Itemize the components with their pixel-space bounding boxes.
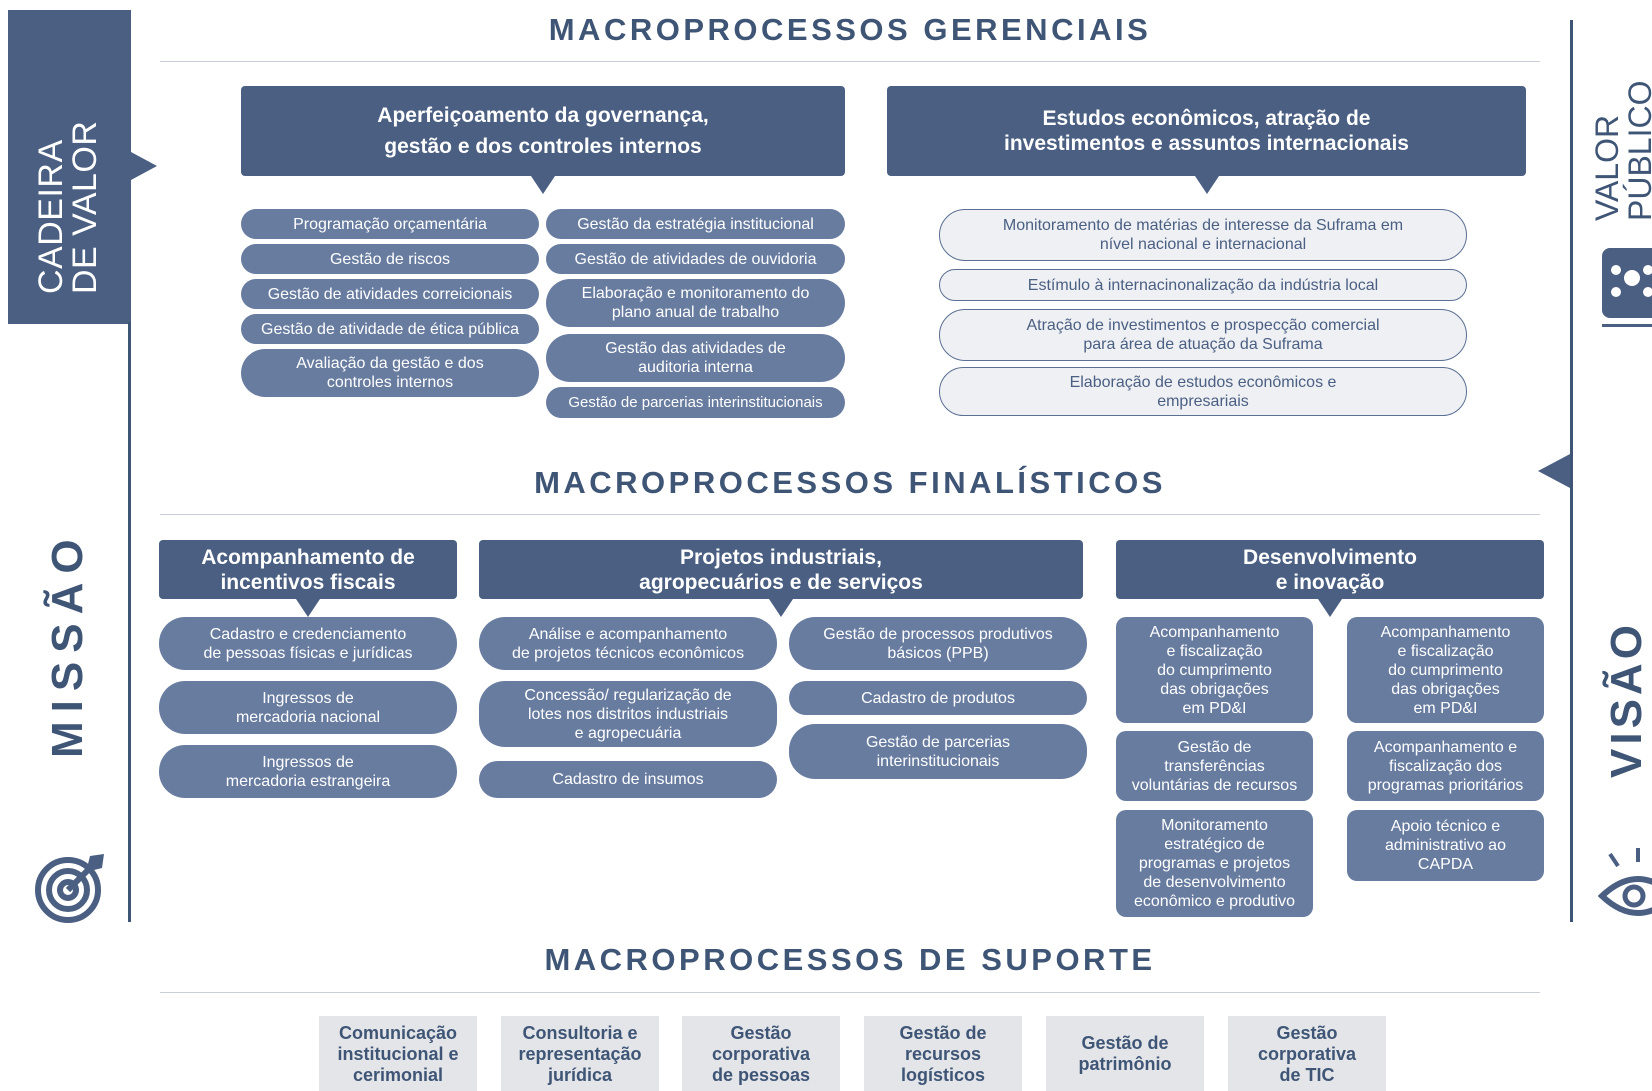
gerenciais-group2-header: Estudos econômicos, atração de investime… (887, 86, 1526, 194)
process-pill: Gestão de parcerias interinstitucionais (789, 724, 1087, 779)
gerenciais-title: MACROPROCESSOS GERENCIAIS (548, 12, 1152, 47)
support-box: Gestão corporativa de pessoas (682, 1016, 840, 1091)
finalisticos-rule (160, 514, 1540, 515)
header-caret (1194, 176, 1219, 194)
process-pill: Cadastro e credenciamento de pessoas fís… (159, 617, 457, 670)
process-box: Monitoramento estratégico de programas e… (1116, 810, 1313, 917)
header-caret (531, 176, 555, 194)
support-box: Comunicação institucional e cerimonial (319, 1016, 477, 1091)
process-pill: Gestão de processos produtivos básicos (… (789, 617, 1087, 670)
header-line: Acompanhamento de (201, 545, 415, 569)
process-box: Acompanhamento e fiscalização dos progra… (1347, 731, 1544, 801)
process-pill: Gestão de atividade de ética pública (241, 314, 539, 344)
gerenciais-rule (160, 61, 1540, 62)
missao-label: MISSÃO (43, 530, 92, 758)
right-arrow (1538, 454, 1570, 488)
header-line: gestão e dos controles internos (384, 135, 702, 158)
gerenciais-group1-header: Aperfeiçoamento da governança, gestão e … (241, 86, 845, 194)
header-line: incentivos fiscais (220, 570, 396, 594)
process-box: Acompanhamento e fiscalização do cumprim… (1116, 617, 1313, 723)
process-pill: Gestão das atividades de auditoria inter… (546, 334, 845, 382)
process-box: Gestão de transferências voluntárias de … (1116, 731, 1313, 801)
people-icon-underline (1602, 324, 1652, 327)
finalisticos-group2-header: Projetos industriais, agropecuários e de… (479, 540, 1083, 617)
cadeira-de-valor-banner: CADEIRA DE VALOR (8, 10, 157, 324)
process-pill: Estímulo à internacinonalização da indús… (939, 269, 1467, 301)
people-icon-tile (1602, 248, 1652, 318)
eye-icon (1598, 848, 1652, 916)
header-line: Estudos econômicos, atração de (1042, 107, 1371, 130)
process-pill: Gestão de parcerias interinstitucionais (546, 387, 845, 418)
support-box: Gestão de patrimônio (1046, 1016, 1204, 1091)
process-pill: Avaliação da gestão e dos controles inte… (241, 349, 539, 397)
process-pill: Gestão de riscos (241, 244, 539, 274)
left-vertical-rule (128, 322, 131, 922)
header-caret (296, 599, 320, 617)
support-box: Consultoria e representação jurídica (501, 1016, 659, 1091)
process-pill: Gestão de atividades correicionais (241, 279, 539, 309)
process-pill: Concessão/ regularização de lotes nos di… (479, 681, 777, 747)
process-pill: Cadastro de insumos (479, 761, 777, 798)
process-box: Apoio técnico e administrativo ao CAPDA (1347, 810, 1544, 881)
people-icon (1611, 265, 1652, 297)
header-line: Aperfeiçoamento da governança, (377, 104, 709, 127)
header-caret (769, 599, 793, 617)
process-pill: Programação orçamentária (241, 209, 539, 239)
finalisticos-group3-header: Desenvolvimento e inovação (1116, 540, 1544, 617)
finalisticos-group1-header: Acompanhamento de incentivos fiscais (159, 540, 457, 617)
header-line: investimentos e assuntos internacionais (1004, 132, 1409, 155)
cadeira-de-valor-label: CADEIRA DE VALOR (32, 120, 104, 294)
header-line: Projetos industriais, (680, 545, 882, 569)
header-caret (1318, 599, 1342, 617)
process-pill: Elaboração e monitoramento do plano anua… (546, 279, 845, 327)
process-pill: Gestão de atividades de ouvidoria (546, 244, 845, 274)
process-pill: Gestão da estratégia institucional (546, 209, 845, 239)
process-pill: Atração de investimentos e prospecção co… (939, 309, 1467, 361)
process-pill: Elaboração de estudos econômicos e empre… (939, 367, 1467, 416)
process-pill: Ingressos de mercadoria estrangeira (159, 745, 457, 798)
support-box: Gestão corporativa de TIC (1228, 1016, 1386, 1091)
target-icon (35, 854, 104, 923)
header-line: Desenvolvimento (1243, 545, 1417, 569)
process-pill: Ingressos de mercadoria nacional (159, 681, 457, 734)
process-box: Acompanhamento e fiscalização do cumprim… (1347, 617, 1544, 723)
visao-label: VISÃO (1602, 621, 1651, 778)
process-pill: Monitoramento de matérias de interesse d… (939, 209, 1467, 261)
header-line: agropecuários e de serviços (639, 570, 923, 594)
process-pill: Análise e acompanhamento de projetos téc… (479, 617, 777, 670)
support-box: Gestão de recursos logísticos (864, 1016, 1022, 1091)
suporte-title: MACROPROCESSOS DE SUPORTE (544, 942, 1156, 977)
suporte-rule (160, 992, 1540, 993)
header-line: e inovação (1275, 570, 1385, 594)
cadeira-arrow (131, 152, 157, 180)
process-pill: Cadastro de produtos (789, 681, 1087, 715)
right-vertical-rule (1570, 20, 1573, 922)
finalisticos-title: MACROPROCESSOS FINALÍSTICOS (534, 465, 1166, 500)
valor-publico-label: VALOR PÚBLICO (1589, 80, 1652, 221)
